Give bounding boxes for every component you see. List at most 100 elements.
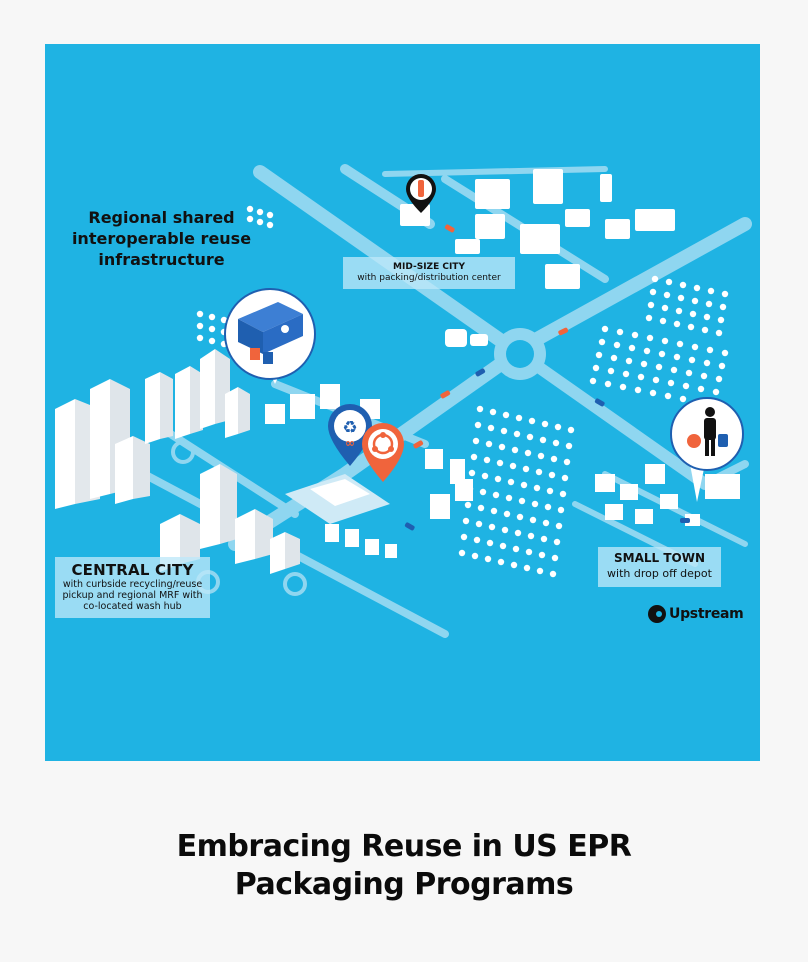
tree [549, 570, 557, 578]
tree [486, 539, 494, 547]
tree [697, 385, 705, 393]
tree [567, 426, 575, 434]
tree [477, 504, 485, 512]
tree [485, 440, 493, 448]
tree [673, 353, 681, 361]
tree [546, 487, 554, 495]
tree [507, 478, 515, 486]
tree [616, 328, 624, 336]
tree [679, 281, 687, 289]
tree [494, 475, 502, 483]
tree [607, 367, 615, 375]
tree [526, 433, 534, 441]
tree [659, 317, 667, 325]
tree [458, 549, 466, 557]
tree [531, 500, 539, 508]
tree [628, 344, 636, 352]
tree [559, 490, 567, 498]
tree-groves [196, 205, 729, 578]
tree [466, 485, 474, 493]
tree [468, 469, 476, 477]
tree [514, 529, 522, 537]
tree [460, 533, 468, 541]
upstream-logo: Upstream [648, 603, 744, 625]
tree [499, 542, 507, 550]
tree [682, 382, 690, 390]
tree [646, 334, 654, 342]
bottle-icon [418, 180, 424, 197]
tree [685, 369, 693, 377]
truck-icon [238, 302, 303, 364]
tree [676, 340, 684, 348]
tree [246, 205, 254, 213]
person-bubble [670, 397, 744, 502]
tree [664, 392, 672, 400]
tree [595, 351, 603, 359]
tree [706, 346, 714, 354]
tree [554, 423, 562, 431]
person-icon [704, 407, 716, 456]
tree [625, 357, 633, 365]
mid-size-city-buildings [400, 169, 675, 347]
tree [637, 373, 645, 381]
tree [497, 558, 505, 566]
tree [476, 405, 484, 413]
tree [610, 354, 618, 362]
tree [501, 526, 509, 534]
tree [658, 350, 666, 358]
small-town-buildings [595, 464, 740, 526]
tree [701, 326, 709, 334]
tree [651, 275, 659, 283]
tree [700, 372, 708, 380]
tree [474, 421, 482, 429]
tree [553, 538, 561, 546]
tree [256, 208, 264, 216]
bottle-pin [406, 174, 436, 213]
tree [266, 221, 274, 229]
tree [631, 331, 639, 339]
tree [643, 347, 651, 355]
tree [472, 437, 480, 445]
tree [613, 341, 621, 349]
tree [464, 501, 472, 509]
truck-bubble [224, 288, 316, 384]
tree [688, 356, 696, 364]
tree [256, 218, 264, 226]
tree [663, 291, 671, 299]
tree [565, 442, 573, 450]
tree [563, 458, 571, 466]
tree [665, 278, 673, 286]
tree [484, 555, 492, 563]
tree [522, 465, 530, 473]
tree [693, 284, 701, 292]
tree [673, 320, 681, 328]
city-map-illustration: ♻ ∞ [55, 164, 752, 638]
recycle-icon: ♻ [342, 418, 357, 438]
tree [540, 535, 548, 543]
tree [604, 380, 612, 388]
regional-infrastructure-headline: Regional shared interoperable reuse infr… [71, 208, 252, 269]
tree [661, 304, 669, 312]
tree [516, 513, 524, 521]
tree [196, 322, 204, 330]
tree [512, 545, 520, 553]
cars [404, 224, 690, 531]
tree [475, 520, 483, 528]
tree [503, 510, 511, 518]
tree [677, 294, 685, 302]
article-title[interactable]: Embracing Reuse in US EPR Packaging Prog… [176, 829, 632, 902]
tree [510, 561, 518, 569]
tree [529, 516, 537, 524]
tree [505, 494, 513, 502]
tree [208, 325, 216, 333]
central-city-label: CENTRAL CITY with curbside recycling/reu… [55, 557, 210, 618]
tree [528, 417, 536, 425]
tree [707, 287, 715, 295]
tree [598, 338, 606, 346]
tree [220, 316, 228, 324]
tree [470, 453, 478, 461]
tree [592, 364, 600, 372]
tree [619, 383, 627, 391]
tree [535, 468, 543, 476]
tree [661, 337, 669, 345]
